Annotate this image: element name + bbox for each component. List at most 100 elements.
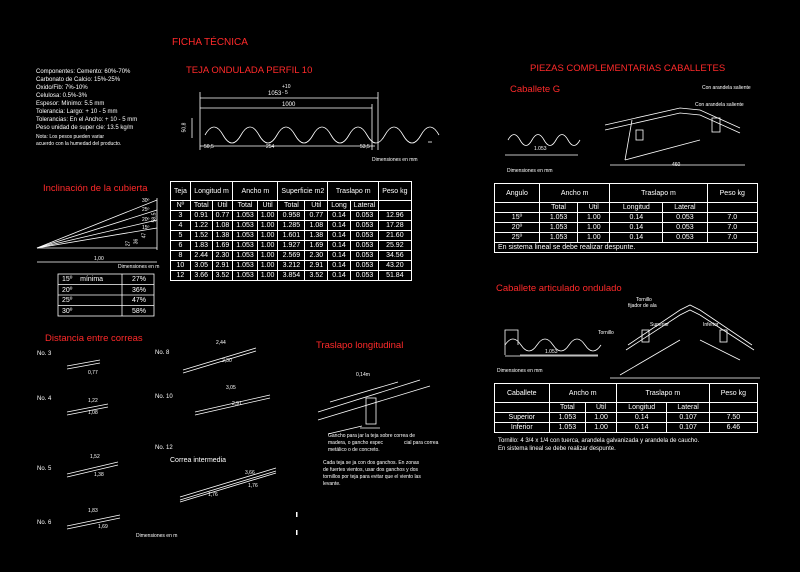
- dim-height: 50,8: [181, 122, 188, 133]
- table-cell: 1.927: [277, 240, 306, 251]
- correa-no4: No. 4: [37, 396, 52, 402]
- caballete-art-wave: [504, 338, 602, 352]
- traslapo-note-line: levante.: [323, 481, 341, 487]
- table-cell: 0.053: [349, 220, 380, 231]
- th-traslapo: Traslapo m: [327, 181, 380, 201]
- table-cell: 0.14: [609, 232, 664, 243]
- table-cell: 1.52: [189, 230, 213, 241]
- cab-g-note: En sistema lineal se debe realizar despu…: [494, 242, 758, 253]
- table-cell: 0.053: [662, 222, 708, 233]
- table-cell: 4: [170, 220, 191, 231]
- incl-pct-47: 47%: [132, 297, 147, 304]
- th-peso: Peso kg: [708, 383, 759, 403]
- correa-no10-a: 3,05: [226, 385, 236, 391]
- table-cell: 51.84: [378, 270, 412, 281]
- table-cell: Longitud: [615, 402, 668, 413]
- correa-no10-b: 2,91: [232, 401, 242, 407]
- slope-25: [36, 209, 158, 249]
- table-cell: 25º: [494, 232, 540, 243]
- table-cell: 0.77: [304, 210, 329, 221]
- table-cell: 2.30: [211, 250, 234, 261]
- th-caballete: Caballete: [494, 383, 550, 403]
- table-cell: 1.38: [211, 230, 234, 241]
- th-peso: Peso kg: [706, 183, 759, 203]
- table-cell: 0.053: [349, 260, 380, 271]
- table-cell: 2.91: [211, 260, 234, 271]
- ficha-line: Espesor: Mínimo: 5.5 mm: [36, 101, 105, 107]
- table-cell: 2.91: [304, 260, 329, 271]
- table-cell: 1.69: [211, 240, 234, 251]
- th-traslapo: Traslapo m: [615, 383, 710, 403]
- table-cell: 1.00: [585, 422, 617, 433]
- table-cell: 2.44: [189, 250, 213, 261]
- incl-label-20: 20º: [142, 217, 150, 223]
- table-cell: 1.00: [585, 412, 617, 423]
- table-cell: 1.00: [256, 230, 279, 241]
- table-cell: Lateral: [349, 200, 380, 211]
- cab-art-note1: Tornillo: 4 3/4 x 1/4 con tuerca, arande…: [498, 438, 700, 444]
- table-cell: 1.00: [256, 250, 279, 261]
- table-cell: 0.053: [349, 210, 380, 221]
- correa-no3-b: 0,77: [88, 370, 98, 376]
- ficha-note: Nota: Los pesos pueden variar acuerdo co…: [36, 134, 137, 148]
- slope-20: [36, 219, 158, 249]
- correa-no4-b: 1,08: [88, 410, 98, 416]
- title-caballete-articulado: Caballete articulado ondulado: [496, 283, 622, 294]
- table-cell: [494, 202, 540, 213]
- incl-pct-58: 58%: [132, 308, 147, 315]
- correa-no5-a: 1,52: [90, 454, 100, 460]
- table-cell: 1.053: [538, 222, 579, 233]
- correa-no8: No. 8: [155, 350, 170, 356]
- table-cell: 3.854: [277, 270, 306, 281]
- traslapo-note-line: Cada teja se ja con dos ganchos. En zona…: [323, 460, 420, 466]
- th-peso: Peso kg: [378, 181, 412, 201]
- table-cell: 6: [170, 240, 191, 251]
- incl-dim-585: 58,5: [151, 212, 158, 223]
- teja-table: Teja Longitud m Ancho m Superficie m2 Tr…: [170, 181, 412, 281]
- table-cell: 1.601: [277, 230, 306, 241]
- ficha-line: Celulosa: 0.5%-3%: [36, 93, 88, 99]
- ficha-line: Oxido/Fib: 7%-10%: [36, 85, 88, 91]
- table-cell: 1.00: [256, 240, 279, 251]
- table-cell: 1.053: [232, 240, 258, 251]
- dim-1053: 1053: [268, 91, 282, 97]
- correa-no6-a: 1,83: [88, 508, 98, 514]
- table-cell: 1.22: [189, 220, 213, 231]
- table-cell: 7.0: [706, 222, 759, 233]
- dim-535: 53,5: [360, 144, 370, 150]
- title-piezas-complementarias: PIEZAS COMPLEMENTARIAS CABALLETES: [530, 63, 726, 74]
- table-cell: 0.14: [327, 260, 351, 271]
- table-cell: 1.053: [538, 232, 579, 243]
- table-cell: 7.50: [708, 412, 759, 423]
- ficha-note-line: acuerdo con la humedad del producto.: [36, 141, 122, 147]
- ficha-line: Tolerancias: En el Ancho: + 10 - 5 mm: [36, 117, 138, 123]
- table-cell: 1.69: [304, 240, 329, 251]
- table-cell: Útil: [577, 202, 611, 213]
- incl-angle: 15º: [62, 276, 73, 283]
- traslapo-gancho2: madera, o gancho espec: [328, 440, 384, 446]
- table-cell: 21.60: [378, 230, 412, 241]
- slope-15: [36, 227, 158, 249]
- table-cell: 0.14: [615, 422, 668, 433]
- table-cell: Total: [232, 200, 258, 211]
- table-cell: 0.14: [327, 220, 351, 231]
- table-cell: 2.30: [304, 250, 329, 261]
- table-cell: 1.00: [256, 210, 279, 221]
- table-cell: 0.14: [327, 250, 351, 261]
- table-cell: 0.14: [609, 212, 664, 223]
- title-inclinacion: Inclinación de la cubierta: [43, 183, 148, 194]
- correa-no12: No. 12: [155, 445, 173, 451]
- traslapo-gancho4: cial para correa: [404, 440, 439, 446]
- table-cell: 1.053: [232, 220, 258, 231]
- table-cell: Total: [548, 402, 587, 413]
- traslapo-gancho: Gancho para jar la teja sobre correa de: [328, 433, 415, 439]
- table-cell: 0.053: [349, 240, 380, 251]
- incl-label-15: 15º: [142, 225, 150, 231]
- table-cell: 0.053: [349, 270, 380, 281]
- table-cell: 17.28: [378, 220, 412, 231]
- incl-row-15: 15º mínima: [62, 275, 103, 284]
